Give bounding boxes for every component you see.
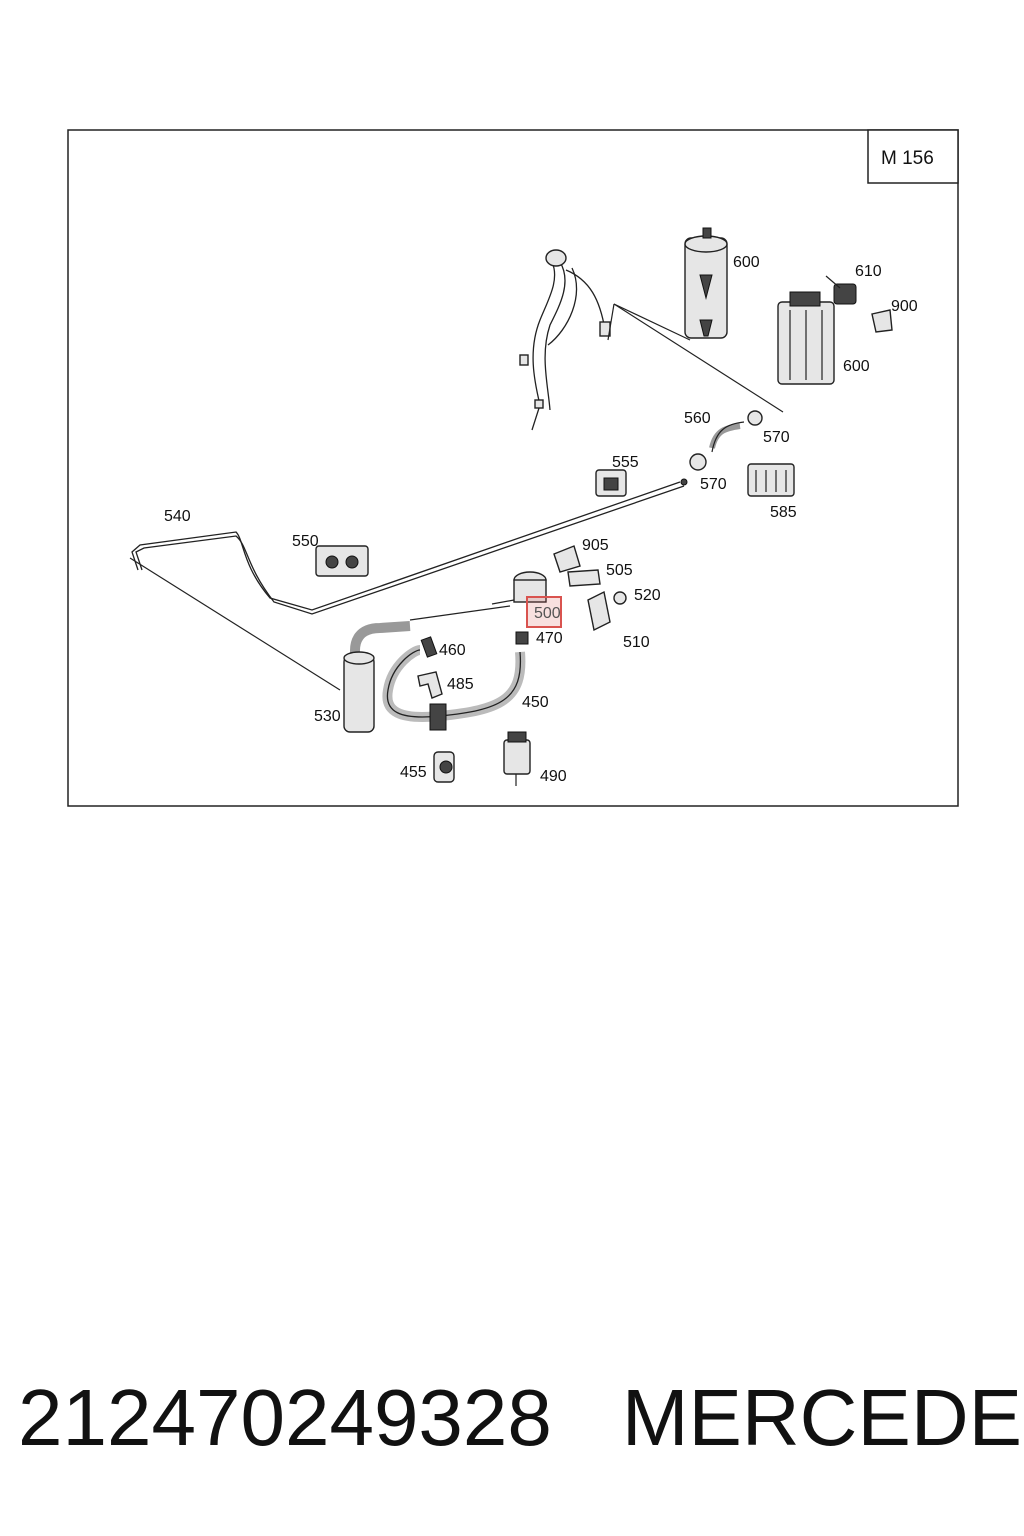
callout-550: 550: [292, 533, 319, 550]
callout-600-upper: 600: [733, 254, 760, 271]
clamp-570-lower: [689, 453, 707, 471]
valve-500: [491, 571, 547, 605]
filter-530: [343, 621, 411, 733]
wiring-harness: [519, 249, 611, 431]
part-number: 212470249328: [18, 1373, 552, 1462]
callout-460: 460: [439, 642, 466, 659]
charcoal-canister-lower: [777, 291, 835, 385]
part-900: [871, 309, 893, 333]
callout-500: 500: [534, 605, 561, 622]
callout-555: 555: [612, 454, 639, 471]
bracket-510: [587, 590, 611, 632]
callout-570-upper: 570: [763, 429, 790, 446]
engine-code: M 156: [881, 148, 934, 169]
callout-905: 905: [582, 537, 609, 554]
callout-585: 585: [770, 504, 797, 521]
engine-code-box: [867, 129, 959, 184]
nut-520: [613, 591, 627, 605]
callout-450: 450: [522, 694, 549, 711]
clamp-570-upper: [747, 410, 763, 426]
callout-490: 490: [540, 768, 567, 785]
part-470: [515, 631, 529, 645]
callout-455: 455: [400, 764, 427, 781]
callout-600-lower: 600: [843, 358, 870, 375]
valve-610: [825, 275, 857, 305]
valve-490: [503, 731, 531, 786]
callout-510: 510: [623, 634, 650, 651]
callout-900: 900: [891, 298, 918, 315]
charcoal-canister-upper: [684, 227, 728, 339]
footer: 212470249328 MERCEDES: [18, 1372, 1024, 1472]
line-540: [131, 481, 681, 611]
clamp-505: [567, 569, 601, 587]
hose-560: [709, 423, 741, 449]
callout-530: 530: [314, 708, 341, 725]
callout-540: 540: [164, 508, 191, 525]
callout-520: 520: [634, 587, 661, 604]
callout-610: 610: [855, 263, 882, 280]
clip-485: [417, 671, 443, 699]
callout-470: 470: [536, 630, 563, 647]
callout-485: 485: [447, 676, 474, 693]
clip-550: [315, 545, 369, 577]
diagram-frame: [67, 129, 959, 807]
holder-585: [747, 463, 795, 497]
bracket-555: [595, 469, 627, 497]
callout-570-lower: 570: [700, 476, 727, 493]
callout-505: 505: [606, 562, 633, 579]
damper-455: [433, 751, 455, 783]
callout-500-highlight: [526, 596, 562, 628]
part-460: [420, 636, 438, 658]
label-905: [553, 545, 581, 573]
brand-name: MERCEDES: [621, 1373, 1024, 1462]
callout-560: 560: [684, 410, 711, 427]
